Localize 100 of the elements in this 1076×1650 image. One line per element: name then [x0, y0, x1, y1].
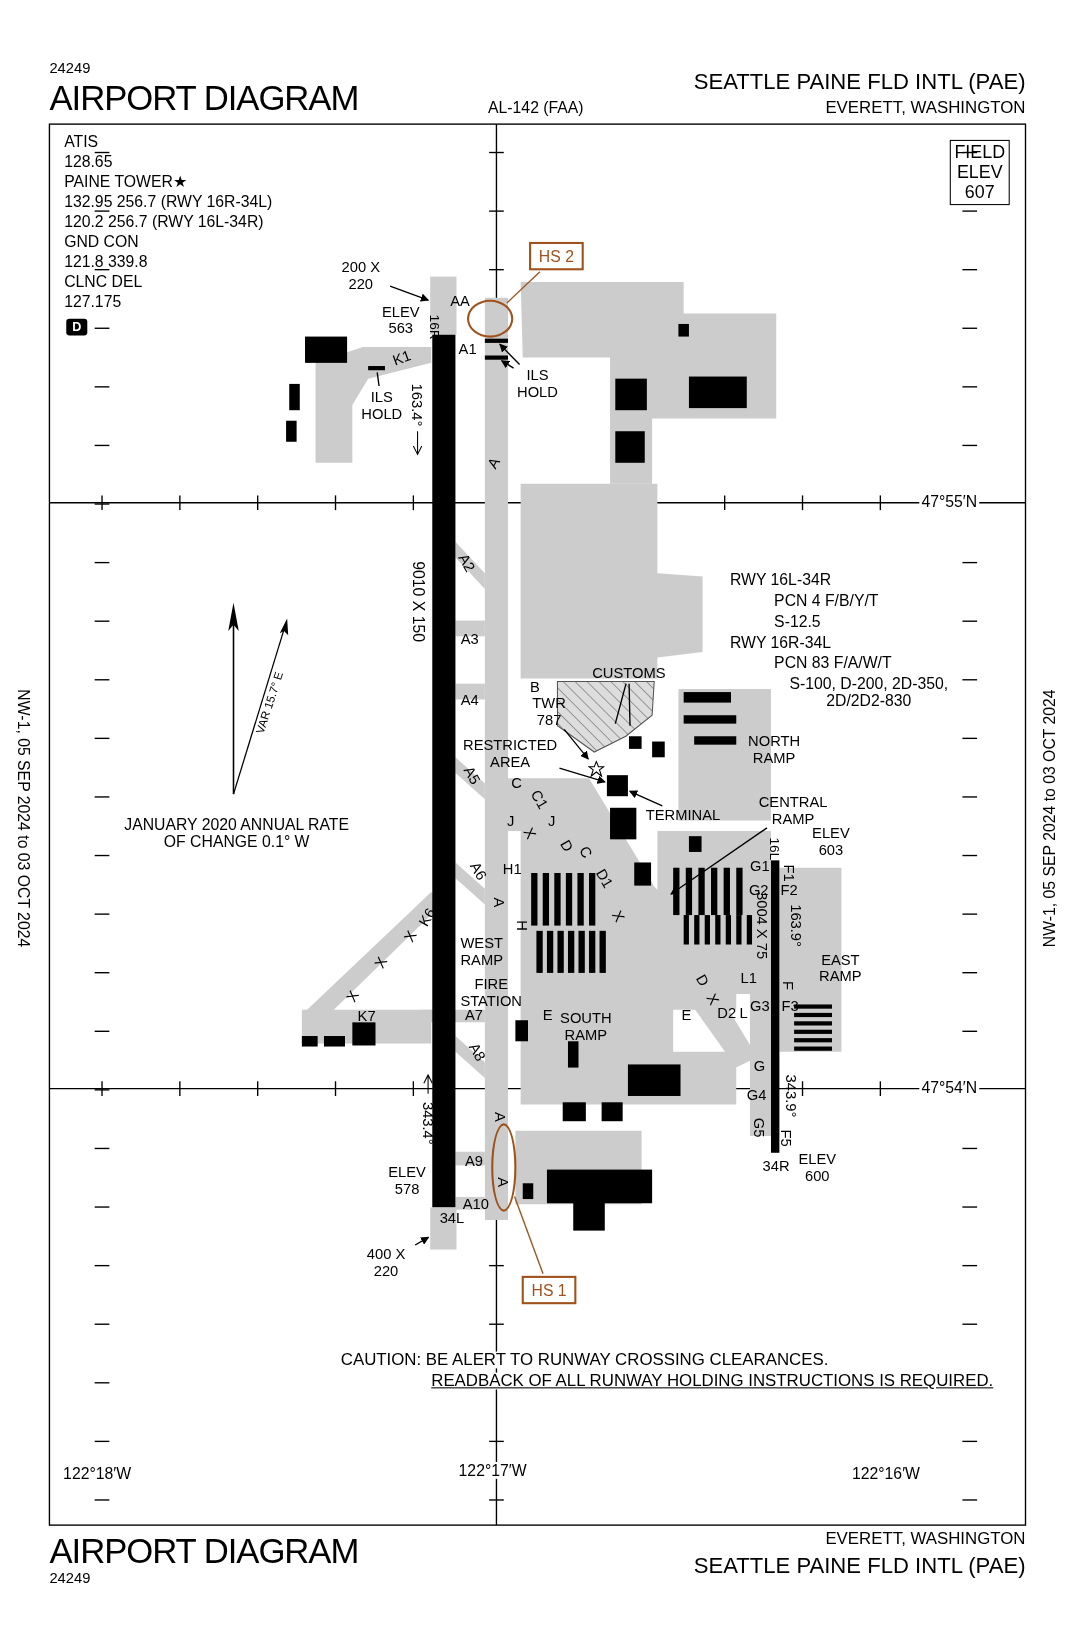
taxiway-label: K1	[390, 346, 414, 369]
coordinate-label: 122°17′W	[456, 1462, 529, 1479]
effective-date: NW-1, 05 SEP 2024 to 03 OCT 2024	[1041, 689, 1059, 948]
diagram-title: AIRPORT DIAGRAM	[49, 79, 359, 118]
runway-data-text: S-12.5	[774, 613, 821, 631]
elevation-label: ELEV 563	[380, 302, 421, 337]
area-label: SOUTH RAMP	[559, 1009, 613, 1044]
taxiway-label: X	[371, 953, 391, 971]
taxiway-label: A4	[460, 691, 479, 708]
footer-title: AIRPORT DIAGRAM	[49, 1532, 359, 1571]
leader-line	[499, 343, 521, 366]
star-icon	[587, 760, 605, 778]
taxiway-label: A1	[458, 340, 477, 358]
terminal-building	[606, 775, 628, 797]
taxiway-label: C	[575, 843, 596, 861]
taxiway-label: A5	[460, 763, 485, 788]
taxiway-label: K7	[357, 1007, 376, 1025]
taxiway-label: J	[548, 812, 556, 829]
callout-label: 200 X 220	[333, 258, 389, 293]
taxiway-label: AA	[450, 292, 470, 310]
coordinate-label: 122°18′W	[63, 1465, 132, 1482]
taxiway-label: L1	[740, 969, 757, 987]
city-name: EVERETT, WASHINGTON	[825, 98, 1026, 116]
taxiway-label: A	[483, 454, 504, 472]
taxiway-label: G	[753, 1057, 766, 1074]
area-label: WEST RAMP	[459, 934, 504, 968]
callout-label: 400 X 220	[358, 1245, 414, 1279]
leader-line	[389, 285, 430, 302]
taxiway-label: A9	[464, 1152, 483, 1170]
variation-note: JANUARY 2020 ANNUAL RATE OF CHANGE 0.1° W	[123, 816, 351, 850]
taxiway-label: B	[530, 678, 540, 696]
airport-name: SEATTLE PAINE FLD INTL (PAE)	[693, 69, 1026, 95]
frequency-text: 120.2 256.7 (RWY 16L-34R)	[64, 213, 264, 231]
leader-line	[376, 371, 380, 387]
elevation-label: ELEV 600	[797, 1150, 838, 1185]
taxiway-label: A6	[466, 858, 491, 883]
taxiway-label: F5	[778, 1129, 796, 1147]
atis-badge: D	[66, 318, 88, 336]
taxiway-label: D1	[592, 865, 617, 891]
taxiway-label: D	[556, 836, 577, 855]
frequency-text: 121.8 339.8	[64, 253, 148, 271]
frequency-text: ATIS	[64, 133, 99, 151]
area-label: FIRE STATION	[459, 975, 523, 1009]
taxiway-label: A7	[464, 1006, 483, 1024]
callout-label: TERMINAL	[645, 806, 721, 824]
coordinate-label: 47°54′N	[919, 1079, 980, 1096]
taxiway-label: D	[692, 971, 713, 990]
taxiway-label: G4	[746, 1086, 767, 1104]
callout-label: CUSTOMS	[592, 664, 666, 682]
hot-spot-ellipse	[491, 1123, 517, 1212]
chart-number: 24249	[49, 1569, 91, 1587]
taxiway-label: F	[779, 981, 797, 991]
caution-note: READBACK OF ALL RUNWAY HOLDING INSTRUCTIONS IS REQUIRED.	[429, 1372, 996, 1390]
taxiway-label: A8	[465, 1039, 490, 1064]
taxiway-label: X	[608, 907, 629, 925]
frequency-text: 128.65	[64, 153, 113, 171]
leader-line	[500, 360, 515, 369]
elevation-label: ELEV 603	[811, 824, 851, 859]
taxiway-label: E	[681, 1006, 692, 1024]
runway-data-text: PCN 83 F/A/W/T	[774, 654, 892, 672]
leader-line	[614, 682, 627, 725]
procedure-number: AL-142 (FAA)	[488, 98, 584, 116]
runway-label: 34L	[439, 1209, 465, 1227]
leader-line	[414, 1236, 430, 1246]
city-name: EVERETT, WASHINGTON	[825, 1530, 1026, 1548]
taxiway-label: X	[400, 927, 420, 945]
taxiway-label: J	[506, 812, 515, 829]
callout-label: ILS HOLD	[515, 366, 560, 400]
leader-line	[506, 271, 541, 304]
taxiway-label: L	[739, 1004, 748, 1022]
leader-line	[628, 683, 631, 727]
runway-label: 34R	[762, 1157, 790, 1174]
heading-label: 163.9°	[787, 904, 805, 947]
taxiway-label: F1	[780, 864, 798, 882]
taxiway-label: A10	[462, 1194, 489, 1212]
taxiway-label: A3	[460, 630, 479, 647]
leader-line	[558, 767, 606, 784]
hot-spot-box: HS 2	[529, 241, 584, 271]
leader-line	[563, 728, 589, 760]
area-label: NORTH RAMP	[747, 732, 802, 766]
callout-label: CENTRAL RAMP	[755, 793, 831, 827]
taxiway-label: C1	[527, 787, 552, 812]
taxiway-label: C	[511, 774, 522, 791]
heading-label: 163.4°	[409, 383, 426, 427]
taxiway-label: A2	[455, 550, 479, 575]
frequency-text: GND CON	[64, 233, 139, 251]
taxiway-label: X	[342, 987, 363, 1005]
leader-line	[513, 1195, 544, 1275]
area-label: EAST RAMP	[818, 950, 863, 985]
taxiway-label: G3	[749, 997, 770, 1014]
taxiway-label: G5	[751, 1117, 768, 1138]
heading-label: 343.4°	[419, 1101, 437, 1145]
runway-data-text: PCN 4 F/B/Y/T	[774, 592, 879, 609]
callout-label: ILS HOLD	[359, 388, 404, 422]
coordinate-label: 47°55′N	[919, 493, 980, 511]
coordinate-label: 122°16′W	[851, 1465, 920, 1482]
runway-data-text: RWY 16L-34R	[729, 571, 832, 588]
taxiway-label: A	[494, 1177, 512, 1188]
runway-dimension: 9010 X 150	[410, 561, 428, 642]
frequency-text: CLNC DEL	[64, 273, 143, 291]
